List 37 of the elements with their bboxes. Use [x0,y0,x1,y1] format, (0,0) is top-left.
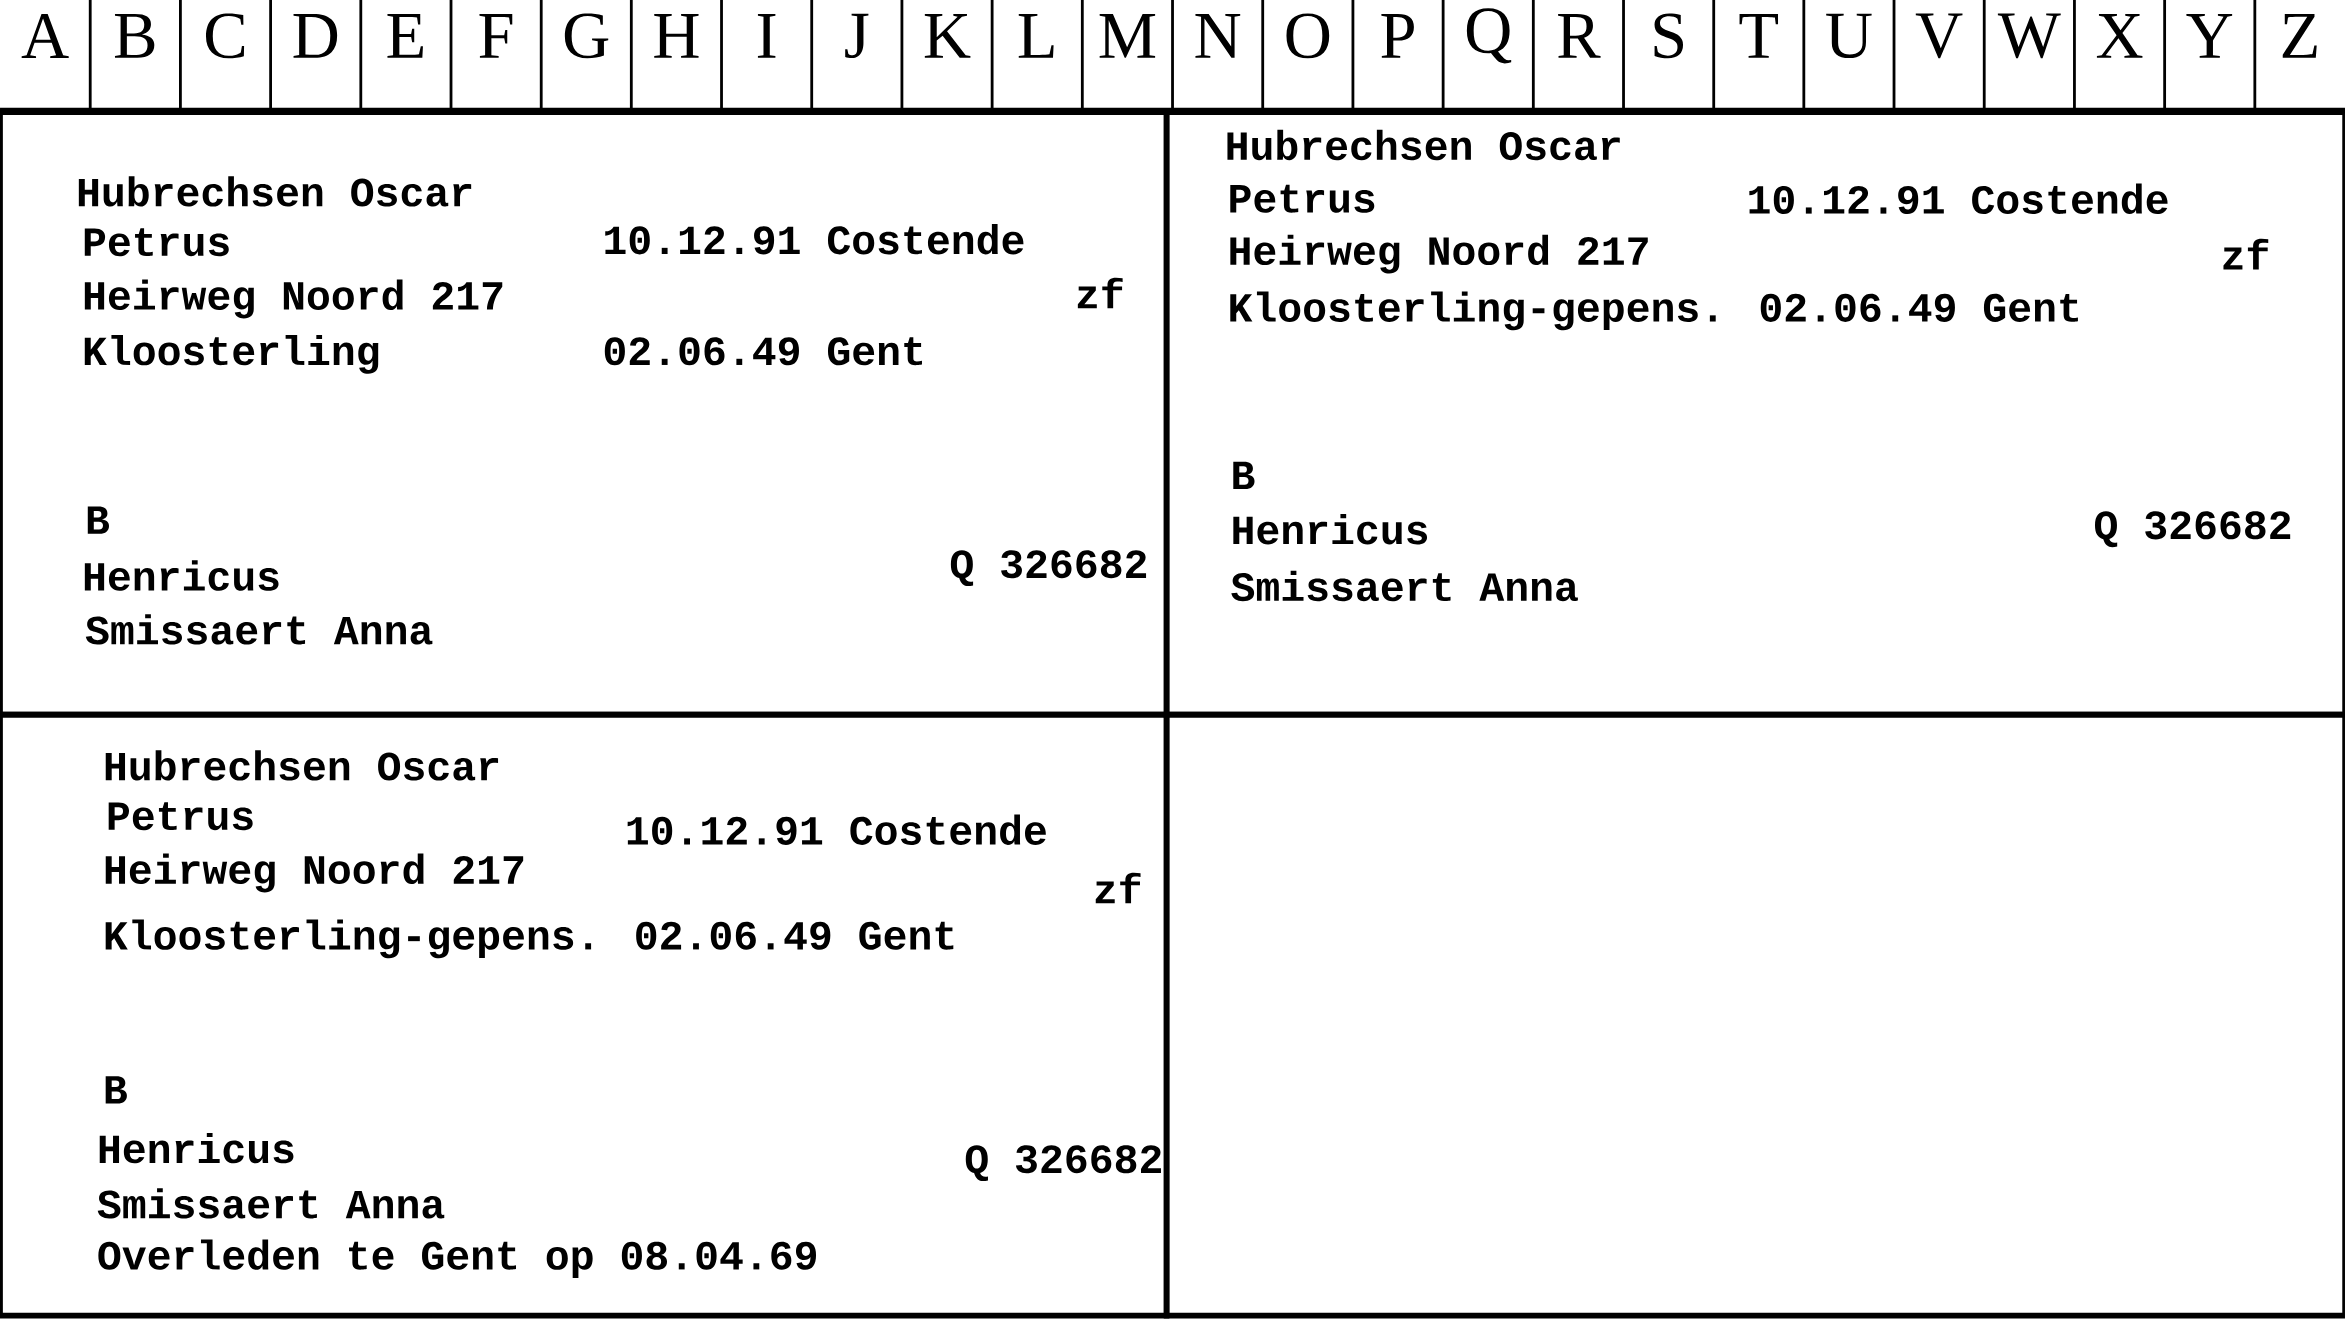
typed-text: Hubrechsen Oscar [1227,129,1620,161]
typed-text: B [87,506,109,534]
typed-text: zf [2223,238,2269,270]
typed-text: Kloosterling-gepens. 02.06.49 Gent [1230,291,2078,331]
index-letter: N [1195,14,1241,58]
typed-text: Smissaert Anna [97,1188,445,1219]
typed-text: Henricus [1233,513,1428,545]
typed-text: B [1233,461,1255,490]
typed-text: 10.12.91 Costende [627,814,1046,845]
typed-text: Q 326682 [950,550,1147,587]
typed-text: Overleden te Gent op 08.04.69 [98,1239,817,1278]
typed-text: Smissaert Anna [1231,570,1578,602]
typed-text: Petrus [84,228,229,257]
typed-text: 10.12.91 Costende [1749,183,2168,214]
index-card [1163,711,2345,1319]
typed-text: Heirweg Noord 217 [1230,234,1648,274]
typed-text: 10.12.91 Costende [605,223,1024,255]
typed-text: Kloosterling [84,334,379,374]
typed-text: Henricus [84,560,279,591]
typed-text: Kloosterling-gepens. 02.06.49 Gent [105,919,954,959]
typed-text: Hubrechsen Oscar [105,750,499,781]
typed-text: Heirweg Noord 217 [105,853,524,893]
typed-text: Hubrechsen Oscar [78,176,472,207]
index-letter: L [1018,14,1054,58]
typed-text: 02.06.49 Gent [604,337,922,366]
typed-text: B [105,1076,127,1104]
typed-text: Smissaert Anna [85,614,433,645]
typed-text: Henricus [99,1132,294,1164]
typed-text: Q 326682 [2095,511,2291,548]
typed-text: Petrus [1230,184,1375,213]
typed-text: Heirweg Noord 217 [84,279,503,319]
index-letter: O [1286,13,1330,59]
index-letter: M [1099,14,1156,58]
typed-text: zf [1077,277,1123,309]
typed-text: Q 326682 [965,1145,1161,1182]
typed-text: Petrus [108,802,253,831]
typed-text: zf [1095,872,1141,904]
